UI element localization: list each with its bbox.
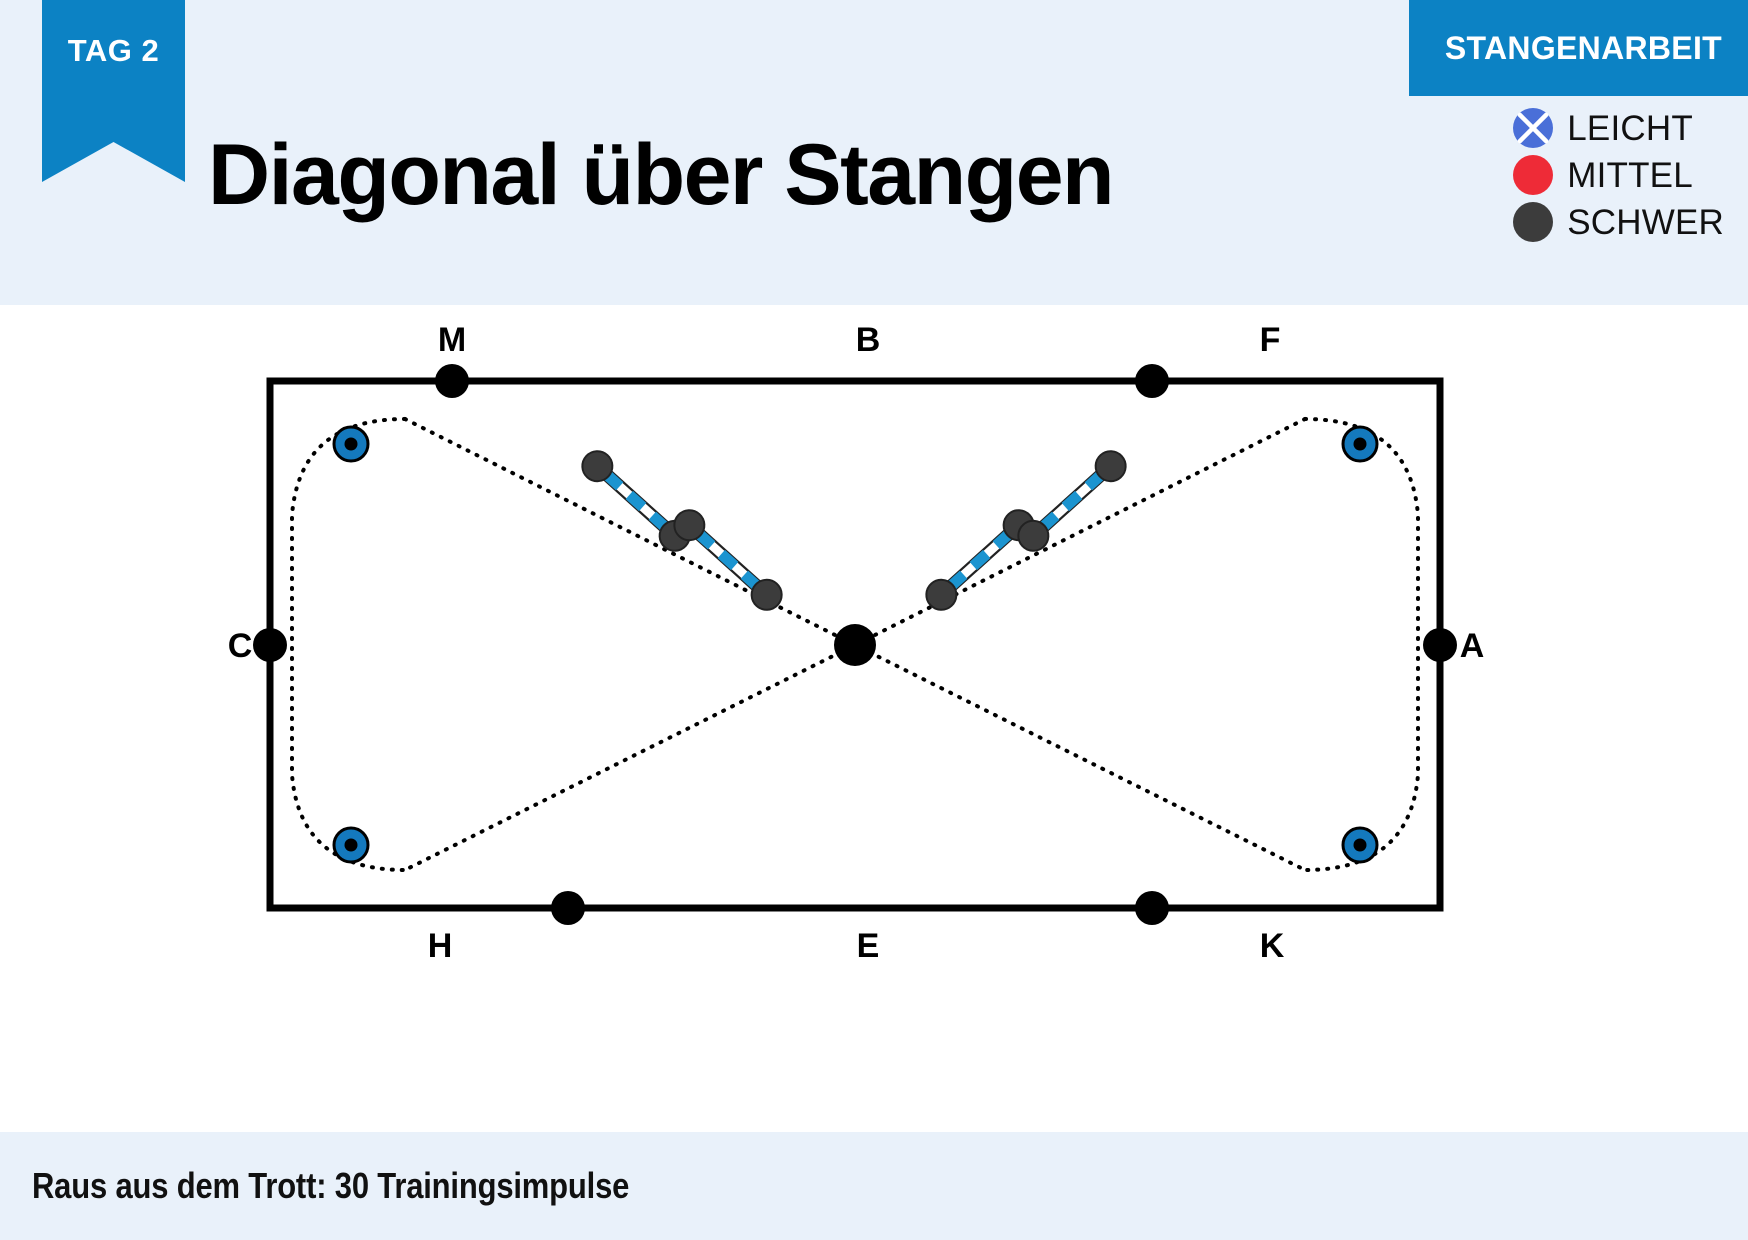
- ground-poles: [575, 443, 1133, 618]
- legend-label-schwer: SCHWER: [1567, 202, 1724, 242]
- legend-label-leicht: LEICHT: [1567, 108, 1693, 148]
- letter-label-k: K: [1260, 927, 1285, 965]
- corner-marker-top-right: [1341, 425, 1379, 463]
- legend-item-leicht[interactable]: LEICHT: [1513, 108, 1724, 148]
- day-ribbon-badge: TAG 2: [42, 0, 185, 182]
- center-point-marker: [834, 624, 876, 666]
- track-left-loop: [290, 417, 407, 872]
- circle-x-icon: [1513, 108, 1554, 148]
- letter-label-h: H: [428, 927, 453, 965]
- legend-item-schwer[interactable]: SCHWER: [1513, 202, 1724, 242]
- circle-icon: [1513, 155, 1554, 195]
- footer-band: Raus aus dem Trott: 30 Trainingsimpulse: [0, 1132, 1748, 1240]
- legend-label-mittel: MITTEL: [1567, 155, 1693, 195]
- corner-markers: [332, 425, 1379, 864]
- letter-marker-labels: M B F C A H E K: [228, 321, 1485, 965]
- letter-label-b: B: [856, 321, 881, 359]
- page-title: Diagonal über Stangen: [208, 127, 1115, 223]
- letter-dot-f: [1135, 364, 1169, 398]
- letter-label-e: E: [857, 927, 880, 965]
- track-right-loop: [1303, 417, 1420, 872]
- difficulty-legend: LEICHT MITTEL SCHWER: [1513, 108, 1724, 242]
- ground-pole-2: [667, 502, 789, 618]
- footer-caption: Raus aus dem Trott: 30 Trainingsimpulse: [32, 1165, 630, 1206]
- letter-marker-dots: [253, 364, 1457, 925]
- corner-marker-bottom-left: [332, 826, 370, 864]
- track-diagonal-ne-sw: [403, 417, 1307, 872]
- category-tag: STANGENARBEIT: [1408, 0, 1748, 96]
- letter-dot-m: [435, 364, 469, 398]
- header-band: TAG 2 Diagonal über Stangen STANGENARBEI…: [0, 0, 1748, 305]
- category-tag-label: STANGENARBEIT: [1444, 29, 1722, 66]
- ground-pole-1: [575, 443, 697, 559]
- letter-label-a: A: [1460, 627, 1485, 665]
- letter-dot-k: [1135, 891, 1169, 925]
- letter-label-f: F: [1260, 321, 1281, 359]
- day-ribbon-label: TAG 2: [67, 33, 160, 68]
- letter-label-m: M: [438, 321, 466, 359]
- legend-item-mittel[interactable]: MITTEL: [1513, 155, 1724, 195]
- ground-pole-3: [919, 502, 1041, 618]
- x-mark-icon: [1517, 112, 1549, 144]
- ground-pole-4: [1011, 443, 1133, 559]
- track-diagonal-nw-se: [403, 417, 1307, 872]
- letter-dot-c: [253, 628, 287, 662]
- letter-dot-a: [1423, 628, 1457, 662]
- corner-marker-bottom-right: [1341, 826, 1379, 864]
- arena-svg: M B F C A H E K: [228, 321, 1485, 965]
- letter-dot-h: [551, 891, 585, 925]
- corner-marker-top-left: [332, 425, 370, 463]
- letter-label-c: C: [228, 627, 253, 665]
- arena-diagram: M B F C A H E K: [0, 305, 1748, 1030]
- circle-icon: [1513, 202, 1554, 242]
